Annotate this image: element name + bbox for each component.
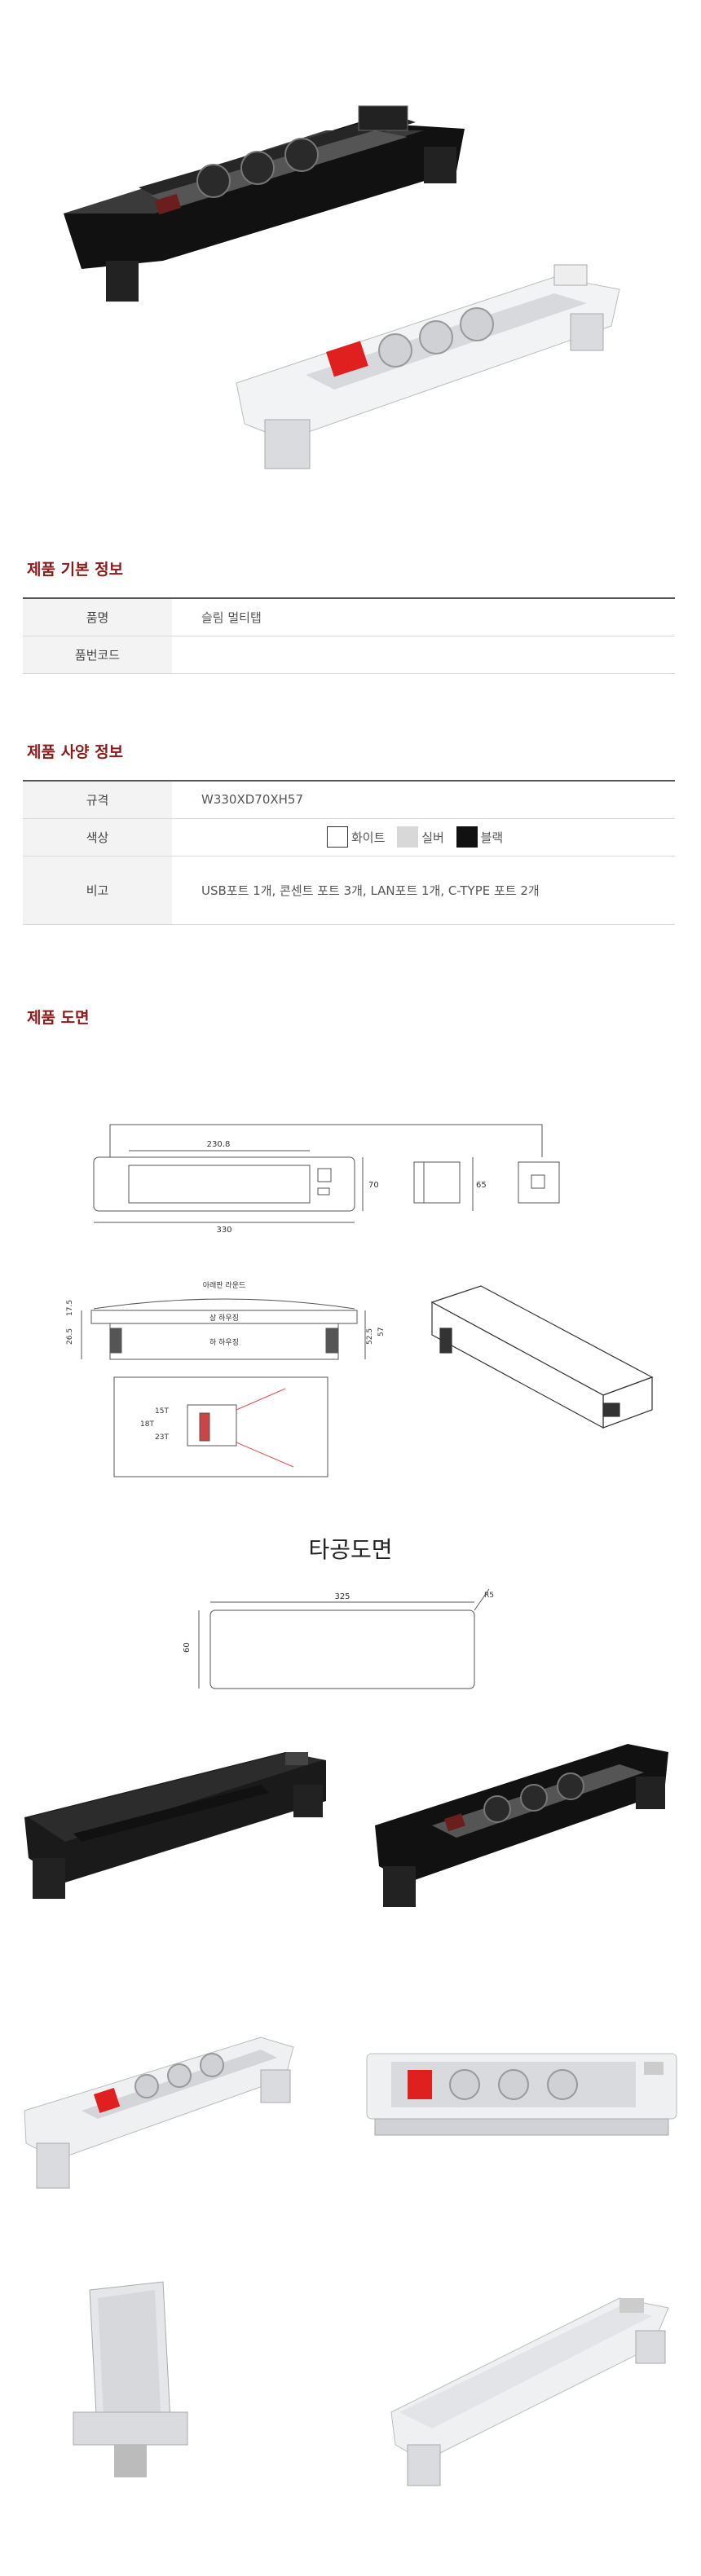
thickness-23t: 23T bbox=[155, 1433, 169, 1442]
product-code-value bbox=[172, 636, 675, 674]
spec-info-title: 제품 사양 정보 bbox=[27, 743, 124, 761]
upper-housing-label: 상 하우징 bbox=[209, 1314, 239, 1323]
gallery-illustrations bbox=[24, 1744, 677, 2486]
cutout-height-label: 60 bbox=[183, 1642, 192, 1653]
dim-70-label: 70 bbox=[368, 1181, 379, 1190]
gallery-silver-front-image bbox=[366, 2053, 677, 2136]
gallery-silver-vertical-image bbox=[73, 2281, 188, 2477]
table-row: 품명 슬림 멀티탭 bbox=[23, 597, 675, 636]
color-label: 색상 bbox=[23, 818, 172, 856]
table-row: 비고 USB포트 1개, 콘센트 포트 3개, LAN포트 1개, C-TYPE… bbox=[23, 856, 675, 925]
cutout-width-label: 325 bbox=[334, 1592, 350, 1601]
table-row: 규격 W330XD70XH57 bbox=[23, 780, 675, 819]
color-swatch-silver bbox=[397, 826, 419, 848]
basic-info-table: 품명 슬림 멀티탭 품번코드 bbox=[23, 597, 675, 674]
thickness-15t: 15T bbox=[155, 1407, 169, 1416]
upper-round-label: 아래판 라운드 bbox=[203, 1281, 246, 1290]
dim-65-label: 65 bbox=[476, 1181, 487, 1190]
color-name-black: 블랙 bbox=[480, 830, 504, 845]
product-gallery bbox=[0, 1728, 701, 2573]
cutout-title: 타공도면 bbox=[308, 1536, 393, 1563]
drawing-title: 제품 도면 bbox=[27, 1009, 90, 1027]
dim-57-label: 57 bbox=[377, 1328, 386, 1336]
note-value: USB포트 1개, 콘센트 포트 3개, LAN포트 1개, C-TYPE 포트… bbox=[172, 856, 675, 925]
lower-housing-label: 하 하우징 bbox=[209, 1338, 239, 1347]
cutout-drawing: 325 60 R5 bbox=[183, 1588, 494, 1689]
size-value: W330XD70XH57 bbox=[172, 780, 675, 819]
size-label: 규격 bbox=[23, 780, 172, 819]
product-name-value: 슬림 멀티탭 bbox=[172, 597, 675, 636]
spec-info-table: 규격 W330XD70XH57 색상 화이트 실버 블랙 비고 USB포트 1개… bbox=[23, 780, 675, 925]
hero-product-illustration bbox=[64, 105, 620, 469]
table-row: 색상 화이트 실버 블랙 bbox=[23, 818, 675, 856]
top-view-drawing bbox=[93, 1124, 560, 1223]
product-name-label: 품명 bbox=[23, 597, 172, 636]
gallery-black-closed-image bbox=[24, 1752, 326, 1899]
hero-product-images bbox=[0, 0, 701, 497]
gallery-silver-closed-image bbox=[390, 2297, 669, 2486]
side-view-drawing bbox=[81, 1298, 366, 1360]
gallery-black-open-image bbox=[375, 1744, 668, 1907]
gallery-silver-angled-image bbox=[24, 2037, 294, 2189]
color-swatch-white bbox=[327, 826, 348, 848]
color-value: 화이트 실버 블랙 bbox=[172, 818, 675, 856]
isometric-drawing bbox=[430, 1285, 654, 1429]
product-code-label: 품번코드 bbox=[23, 636, 172, 674]
note-label: 비고 bbox=[23, 856, 172, 925]
thickness-18t: 18T bbox=[140, 1420, 154, 1429]
silver-multitap-image bbox=[236, 264, 620, 469]
cross-section-drawing bbox=[113, 1376, 328, 1477]
dim-175-label: 17.5 bbox=[66, 1300, 74, 1316]
black-multitap-image bbox=[64, 105, 465, 302]
dim-525-label: 52.5 bbox=[366, 1328, 374, 1345]
color-name-white: 화이트 bbox=[351, 830, 386, 845]
color-swatch-black bbox=[456, 826, 478, 848]
dim-330-label: 330 bbox=[216, 1226, 231, 1235]
basic-info-title: 제품 기본 정보 bbox=[27, 561, 124, 579]
dim-230-label: 230.8 bbox=[207, 1140, 231, 1149]
technical-drawing: 230.8 330 70 65 아래판 라운드 상 하우징 하 하우징 26.5… bbox=[66, 1124, 654, 1477]
table-row: 품번코드 bbox=[23, 636, 675, 674]
color-name-silver: 실버 bbox=[421, 830, 444, 845]
dim-26-label: 26.5 bbox=[66, 1328, 74, 1345]
cutout-radius-label: R5 bbox=[484, 1592, 494, 1600]
